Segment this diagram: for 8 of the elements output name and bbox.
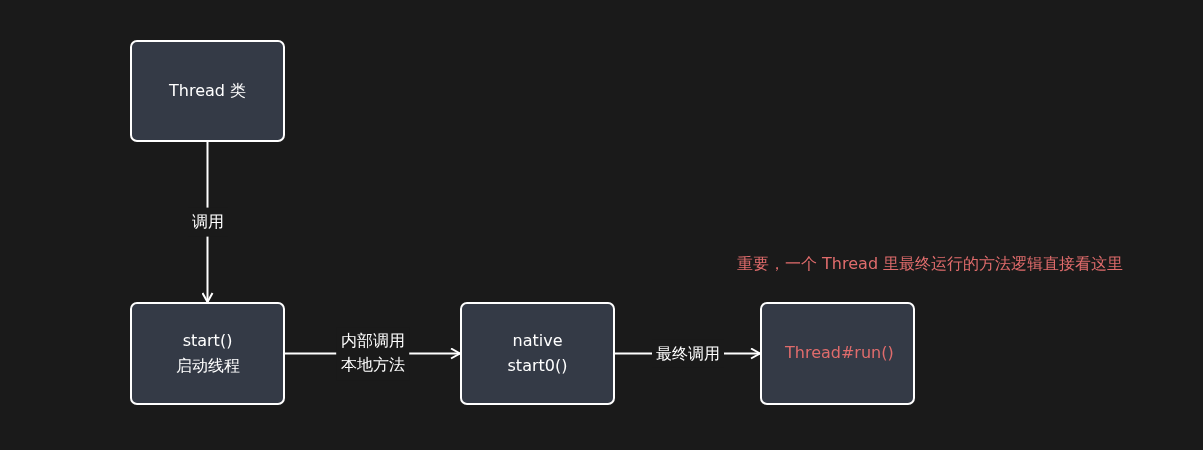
process-box — [760, 302, 915, 405]
process-box — [130, 302, 285, 405]
node-text: native start0() — [506, 329, 569, 377]
process-box — [130, 40, 285, 142]
note-text: 重要，一个 Thread 里最终运行的方法逻辑直接看这里 — [737, 254, 1124, 275]
node-text: Thread 类 — [168, 79, 247, 102]
node-text: start() 启动线程 — [174, 329, 241, 377]
process-box — [460, 302, 615, 405]
